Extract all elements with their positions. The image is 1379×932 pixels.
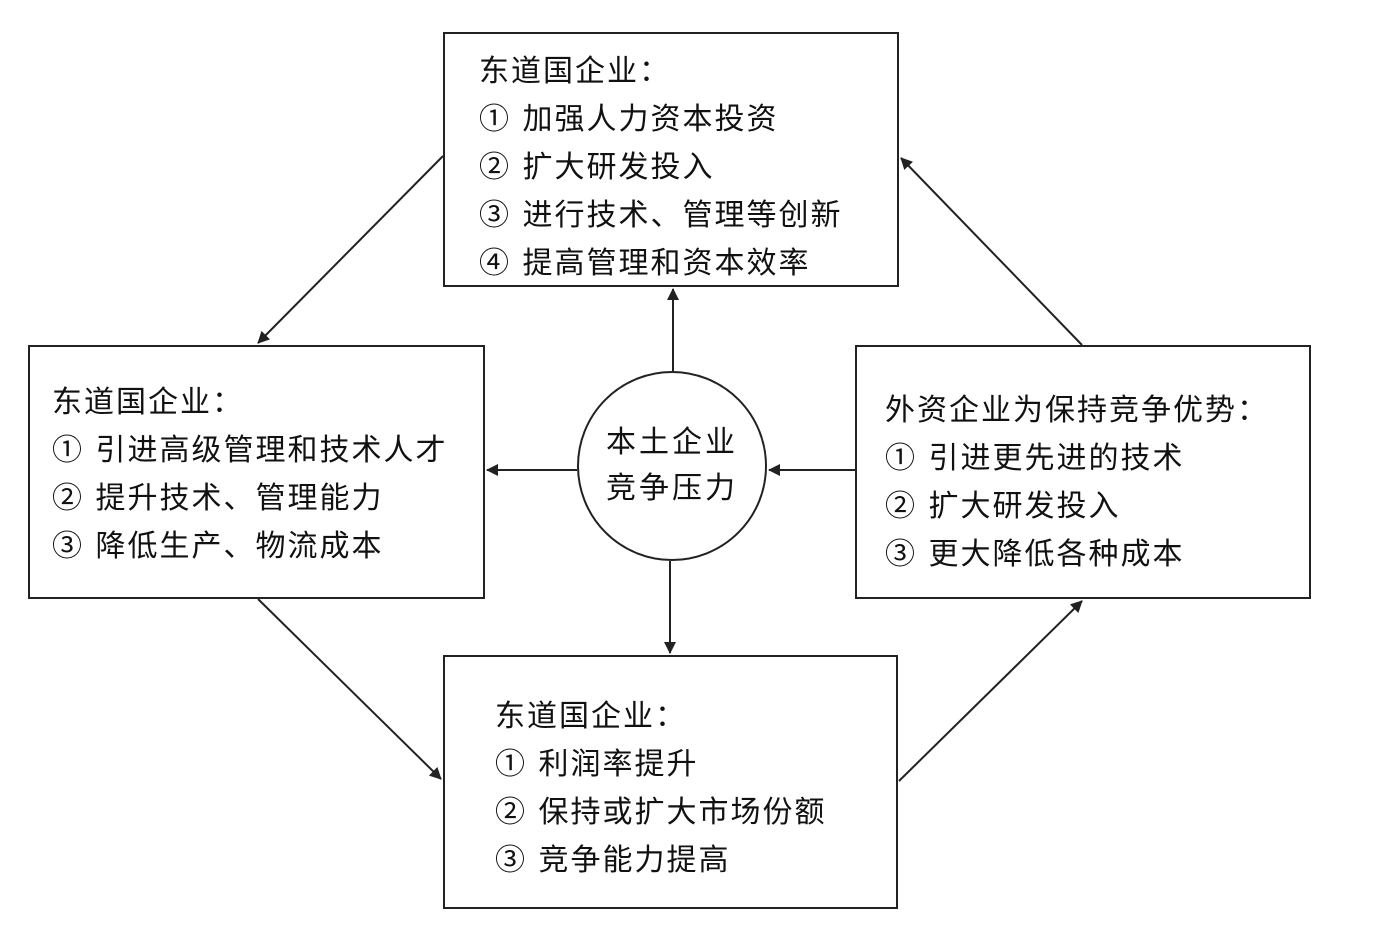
- list-item: ① 引进更先进的技术: [885, 441, 1185, 476]
- box-title: 东道国企业：: [495, 699, 687, 734]
- list-item: ① 引进高级管理和技术人才: [52, 433, 448, 468]
- list-item: ③ 更大降低各种成本: [885, 537, 1185, 572]
- list-item: ① 利润率提升: [495, 747, 699, 782]
- list-item: ② 保持或扩大市场份额: [495, 795, 827, 830]
- box-title: 外资企业为保持竞争优势：: [885, 393, 1269, 428]
- arrow-top-to-left: [257, 155, 444, 344]
- box-bottom-host-enterprises: 东道国企业： ① 利润率提升 ② 保持或扩大市场份额 ③ 竞争能力提高: [443, 655, 898, 909]
- box-title: 东道国企业：: [479, 54, 671, 89]
- box-left-host-enterprises: 东道国企业： ① 引进高级管理和技术人才 ② 提升技术、管理能力 ③ 降低生产、…: [28, 345, 485, 599]
- arrow-left-to-bottom: [257, 598, 442, 780]
- box-top-host-enterprises: 东道国企业： ① 加强人力资本投资 ② 扩大研发投入 ③ 进行技术、管理等创新 …: [443, 32, 899, 287]
- box-right-foreign-enterprises: 外资企业为保持竞争优势： ① 引进更先进的技术 ② 扩大研发投入 ③ 更大降低各…: [855, 345, 1311, 599]
- list-item: ② 提升技术、管理能力: [52, 481, 384, 516]
- center-label-line2: 竞争压力: [606, 471, 738, 506]
- center-label-line1: 本土企业: [606, 425, 738, 460]
- arrow-bottom-to-right: [898, 600, 1083, 782]
- list-item: ④ 提高管理和资本效率: [479, 246, 811, 281]
- list-item: ③ 竞争能力提高: [495, 843, 731, 878]
- list-item: ② 扩大研发投入: [885, 489, 1121, 524]
- arrow-right-to-top: [900, 157, 1083, 346]
- box-title: 东道国企业：: [52, 385, 244, 420]
- list-item: ① 加强人力资本投资: [479, 102, 779, 137]
- list-item: ② 扩大研发投入: [479, 150, 715, 185]
- list-item: ③ 进行技术、管理等创新: [479, 198, 843, 233]
- list-item: ③ 降低生产、物流成本: [52, 529, 384, 564]
- center-circle-competition-pressure: 本土企业 竞争压力: [577, 371, 767, 561]
